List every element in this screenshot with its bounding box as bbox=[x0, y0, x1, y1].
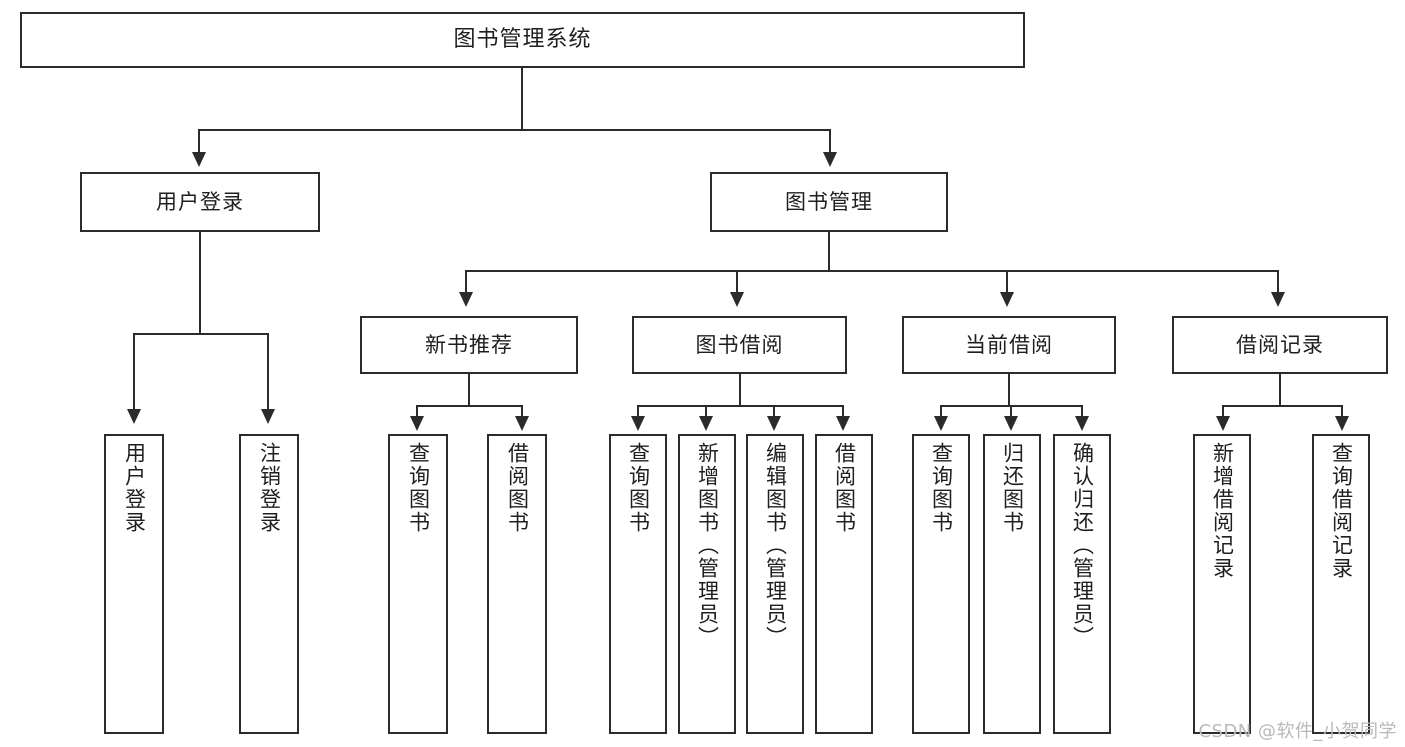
leaf-book-borrow-add[interactable]: 新增图书（管理员） bbox=[678, 434, 736, 734]
node-label: 图书借阅 bbox=[695, 332, 784, 357]
node-root-system[interactable]: 图书管理系统 bbox=[20, 12, 1025, 68]
arrowhead-leaf-current-borrow-1 bbox=[934, 416, 948, 431]
leaf-current-borrow-query[interactable]: 查询图书 bbox=[912, 434, 970, 734]
node-borrow-record[interactable]: 借阅记录 bbox=[1172, 316, 1388, 374]
node-label: 借阅图书 bbox=[832, 442, 857, 534]
node-label: 当前借阅 bbox=[965, 332, 1053, 357]
connector-book-manage-child-3 bbox=[1006, 270, 1008, 294]
arrowhead-leaf-user-login-2 bbox=[261, 409, 275, 424]
node-label: 图书管理 bbox=[785, 189, 873, 214]
node-new-book-recommend[interactable]: 新书推荐 bbox=[360, 316, 578, 374]
connector-borrow-record-bus bbox=[1222, 405, 1341, 407]
node-label: 用户登录 bbox=[122, 442, 147, 534]
connector-root-stem bbox=[521, 68, 523, 130]
node-label: 查询图书 bbox=[929, 442, 954, 534]
leaf-new-book-borrow[interactable]: 借阅图书 bbox=[487, 434, 547, 734]
node-book-manage[interactable]: 图书管理 bbox=[710, 172, 948, 232]
node-label: 查询借阅记录 bbox=[1329, 442, 1354, 580]
arrowhead-leaf-book-borrow-4 bbox=[836, 416, 850, 431]
connector-book-borrow-bus bbox=[637, 405, 842, 407]
connector-current-borrow-child-1 bbox=[940, 405, 942, 418]
arrowhead-leaf-book-borrow-2 bbox=[699, 416, 713, 431]
leaf-current-borrow-confirm[interactable]: 确认归还（管理员） bbox=[1053, 434, 1111, 734]
connector-book-manage-child-2 bbox=[736, 270, 738, 294]
connector-current-borrow-stem bbox=[1008, 374, 1010, 406]
node-label: 借阅记录 bbox=[1236, 332, 1324, 357]
arrowhead-new-book bbox=[459, 292, 473, 307]
node-label: 查询图书 bbox=[406, 442, 431, 534]
node-label: 编辑图书（管理员） bbox=[763, 442, 788, 649]
connector-user-login-child-2 bbox=[267, 333, 269, 411]
node-label: 新增借阅记录 bbox=[1210, 442, 1235, 580]
connector-current-borrow-child-3 bbox=[1081, 405, 1083, 418]
connector-new-book-child-2 bbox=[521, 405, 523, 418]
leaf-book-borrow-edit[interactable]: 编辑图书（管理员） bbox=[746, 434, 804, 734]
connector-to-book-manage bbox=[829, 129, 831, 154]
arrowhead-leaf-new-book-1 bbox=[410, 416, 424, 431]
node-current-borrow[interactable]: 当前借阅 bbox=[902, 316, 1116, 374]
leaf-user-login-login[interactable]: 用户登录 bbox=[104, 434, 164, 734]
leaf-borrow-record-add[interactable]: 新增借阅记录 bbox=[1193, 434, 1251, 734]
arrowhead-leaf-current-borrow-3 bbox=[1075, 416, 1089, 431]
node-label: 查询图书 bbox=[626, 442, 651, 534]
connector-user-login-bus bbox=[133, 333, 267, 335]
leaf-book-borrow-query[interactable]: 查询图书 bbox=[609, 434, 667, 734]
node-book-borrow[interactable]: 图书借阅 bbox=[632, 316, 847, 374]
connector-book-manage-child-1 bbox=[465, 270, 467, 294]
arrowhead-leaf-book-borrow-3 bbox=[767, 416, 781, 431]
connector-root-bus bbox=[198, 129, 830, 131]
node-label: 新增图书（管理员） bbox=[695, 442, 720, 649]
node-label: 新书推荐 bbox=[425, 332, 513, 357]
arrowhead-book-manage bbox=[823, 152, 837, 167]
arrowhead-leaf-user-login-1 bbox=[127, 409, 141, 424]
node-user-login[interactable]: 用户登录 bbox=[80, 172, 320, 232]
node-label: 注销登录 bbox=[257, 442, 282, 534]
connector-book-borrow-child-2 bbox=[705, 405, 707, 418]
node-label: 归还图书 bbox=[1000, 442, 1025, 534]
connector-new-book-bus bbox=[416, 405, 521, 407]
arrowhead-leaf-borrow-record-1 bbox=[1216, 416, 1230, 431]
node-label: 借阅图书 bbox=[505, 442, 530, 534]
connector-book-manage-bus bbox=[465, 270, 1277, 272]
arrowhead-book-borrow bbox=[730, 292, 744, 307]
connector-book-borrow-child-4 bbox=[842, 405, 844, 418]
leaf-current-borrow-return[interactable]: 归还图书 bbox=[983, 434, 1041, 734]
connector-book-manage-child-4 bbox=[1277, 270, 1279, 294]
arrowhead-leaf-book-borrow-1 bbox=[631, 416, 645, 431]
node-label: 图书管理系统 bbox=[453, 27, 592, 53]
leaf-new-book-query[interactable]: 查询图书 bbox=[388, 434, 448, 734]
connector-borrow-record-stem bbox=[1279, 374, 1281, 406]
arrowhead-current-borrow bbox=[1000, 292, 1014, 307]
leaf-borrow-record-query[interactable]: 查询借阅记录 bbox=[1312, 434, 1370, 734]
arrowhead-leaf-current-borrow-2 bbox=[1004, 416, 1018, 431]
connector-current-borrow-child-2 bbox=[1010, 405, 1012, 418]
arrowhead-borrow-record bbox=[1271, 292, 1285, 307]
connector-book-manage-stem bbox=[828, 232, 830, 271]
leaf-user-login-logout[interactable]: 注销登录 bbox=[239, 434, 299, 734]
arrowhead-leaf-borrow-record-2 bbox=[1335, 416, 1349, 431]
connector-book-borrow-child-3 bbox=[773, 405, 775, 418]
node-label: 用户登录 bbox=[156, 189, 244, 214]
connector-book-borrow-child-1 bbox=[637, 405, 639, 418]
node-label: 确认归还（管理员） bbox=[1070, 442, 1095, 649]
arrowhead-user-login bbox=[192, 152, 206, 167]
csdn-watermark: CSDN @软件_小贺同学 bbox=[1198, 721, 1397, 742]
connector-borrow-record-child-2 bbox=[1341, 405, 1343, 418]
connector-borrow-record-child-1 bbox=[1222, 405, 1224, 418]
leaf-book-borrow-borrow[interactable]: 借阅图书 bbox=[815, 434, 873, 734]
connector-to-user-login bbox=[198, 129, 200, 154]
connector-new-book-child-1 bbox=[416, 405, 418, 418]
connector-user-login-stem bbox=[199, 232, 201, 334]
connector-user-login-child-1 bbox=[133, 333, 135, 411]
connector-book-borrow-stem bbox=[739, 374, 741, 406]
connector-new-book-stem bbox=[468, 374, 470, 406]
arrowhead-leaf-new-book-2 bbox=[515, 416, 529, 431]
